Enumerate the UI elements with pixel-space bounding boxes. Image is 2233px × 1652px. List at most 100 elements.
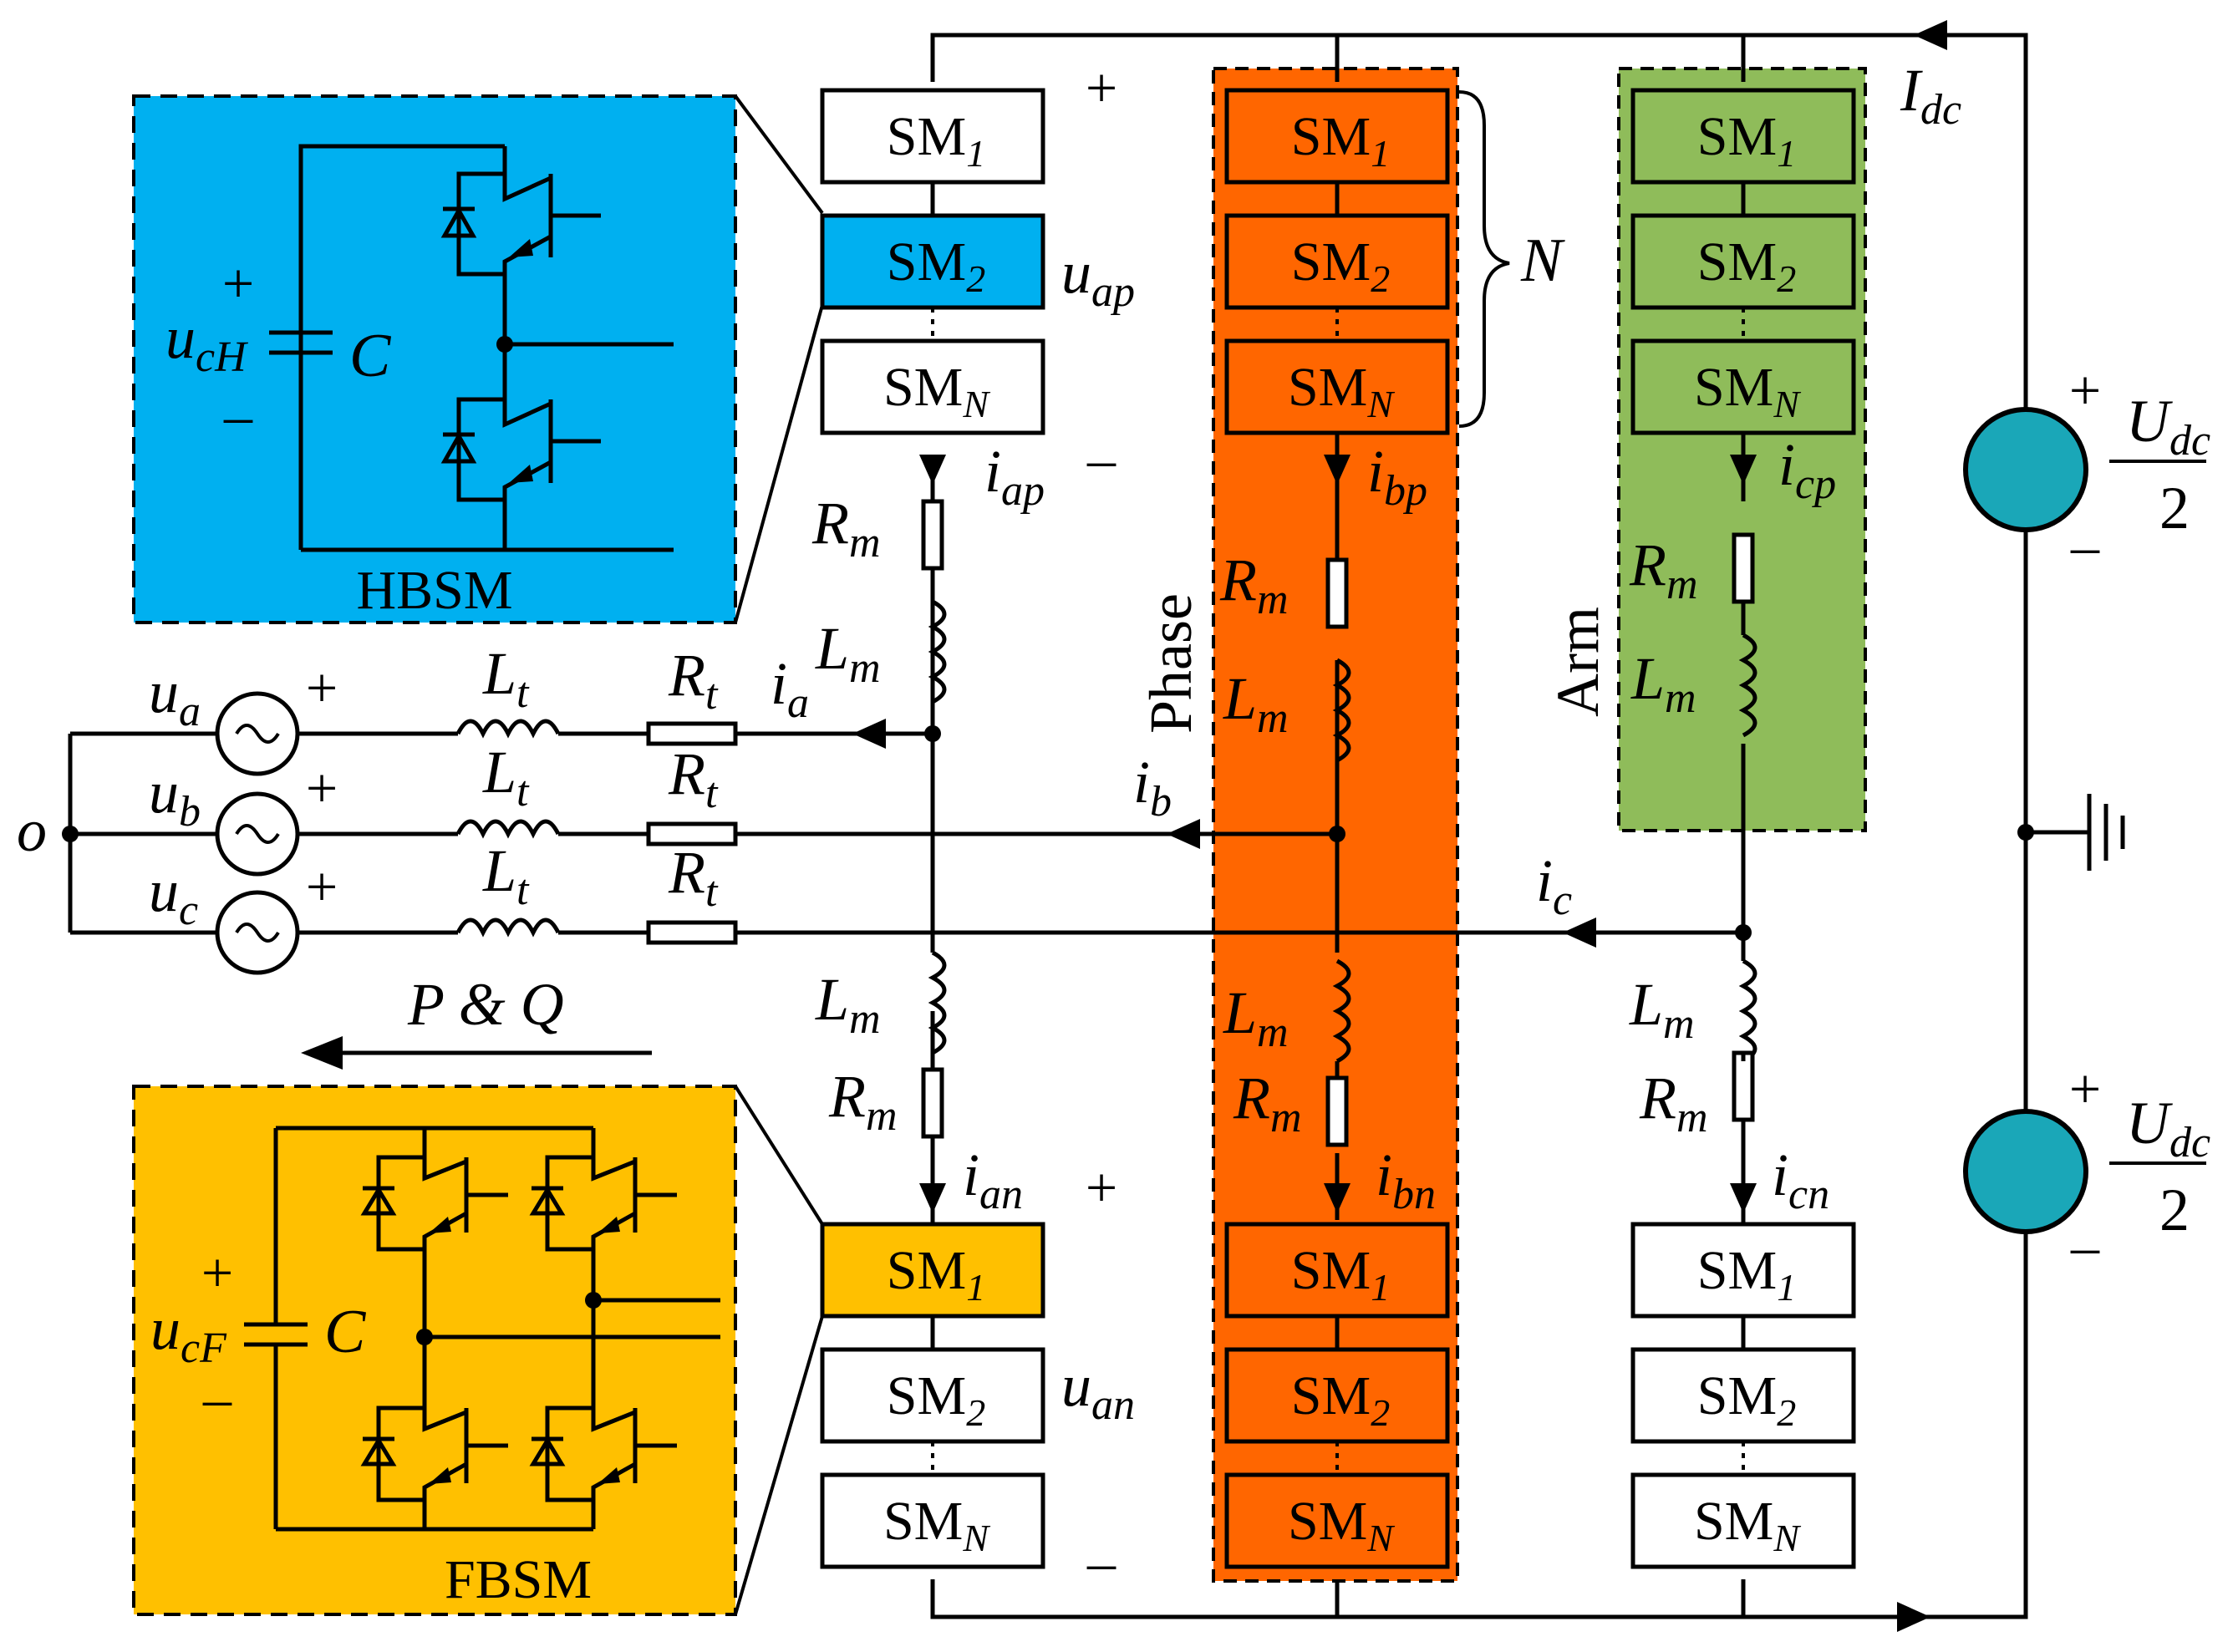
ia-label: ia [771,650,809,727]
dc-source-upper [1963,407,2088,532]
c-upper-smn-label: SMN [1694,357,1801,425]
b-upper-sm2-label: SM2 [1291,231,1390,300]
rm-a-upper [921,499,944,571]
ub-plus: + [306,756,338,820]
o-label: o [17,797,47,864]
hb-minus: – [223,384,253,447]
resistor-rt-c [646,920,738,945]
fb-plus: + [201,1241,233,1304]
lt-b-label: Lt [482,739,530,816]
lm-c-lower-label: Lm [1629,971,1695,1048]
uc-label: uc [149,857,198,934]
a-lower-smn: SMN [820,1472,1045,1569]
ac-network [62,691,1743,1070]
arm-components [734,90,1757,1615]
lm-c-lower [1738,958,1757,1064]
hb-igbt-upper [440,157,601,291]
hb-cap-label: C [349,322,392,390]
rm-b-lower-label: Rm [1233,1065,1302,1141]
hbsm-title: HBSM [356,560,512,621]
lm-b-upper [1332,658,1351,763]
submodules: SM1SM2SMNSM1SM2SMNSM1SM2SMNSM1SM2SMNSM1S… [820,88,1856,1569]
c-lower-sm2: SM2 [1630,1347,1856,1444]
rm-c-lower [1732,1050,1755,1122]
fb-callout-top [734,1085,824,1226]
c-lower-smn: SMN [1630,1472,1856,1569]
bottom-bus-arrow [1897,1602,1930,1632]
fb-capacitor [244,1128,308,1529]
fb-igbt-1 [360,1145,508,1262]
rm-b-upper [1325,557,1349,629]
a-lower-smn-label: SMN [883,1491,990,1559]
udc-bot-num: Udc [2126,1090,2210,1167]
rt-b-label: Rt [668,740,719,817]
inductor-lt-c [455,917,561,938]
ac-source-uc [215,890,300,975]
udc-top-den: 2 [2159,475,2190,541]
a-upper-sm2-label: SM2 [887,231,985,300]
lm-c-upper-label: Lm [1630,645,1696,722]
udc-top-minus: – [2070,514,2100,577]
ub-label: ub [149,759,201,836]
labels: HBSMFBSMCCucHucF+–+–+–+–+–+–+++uapuaniap… [17,56,2210,1610]
lm-b-upper-label: Lm [1223,665,1289,742]
lm-a-lower-label: Lm [815,966,881,1043]
ic-arrow [1563,917,1596,948]
ibp-label: ibp [1367,438,1427,515]
a-upper-smn: SMN [820,338,1045,435]
iap-label: iap [984,438,1045,515]
b-lower-sm1: SM1 [1224,1222,1450,1319]
pq-arrow [301,1036,343,1070]
b-lower-sm1-label: SM1 [1291,1240,1390,1309]
rm-a-upper-label: Rm [811,490,881,567]
rm-c-upper [1732,532,1755,604]
a-lower-sm2-label: SM2 [887,1365,985,1434]
hb-callout-top [734,94,824,215]
inductor-lt-b [455,819,561,839]
udc-top-plus: + [2069,358,2101,422]
udc-top-num: Udc [2126,388,2210,465]
rt-c-label: Rt [668,839,719,916]
a-upper-sm2: SM2 [820,213,1045,310]
ia-arrow [852,719,886,749]
c-lower-smn-label: SMN [1694,1491,1801,1559]
fbsm-circuit [244,1126,720,1532]
ic-label: ic [1536,847,1572,924]
uap-plus: + [1086,56,1117,119]
a-lower-sm1-label: SM1 [887,1240,985,1309]
fb-voltage-label: ucF [150,1295,227,1372]
n-label: N [1520,226,1565,295]
hbsm-panel [132,94,737,624]
hb-igbt-lower [440,383,601,516]
ibp-arrow [1324,455,1350,485]
c-lower-sm1: SM1 [1630,1222,1856,1319]
b-upper-smn: SMN [1224,338,1450,435]
lt-c-label: Lt [482,837,530,914]
hb-capacitor [269,146,333,550]
pq-label: P & Q [407,971,564,1038]
rm-b-lower [1325,1075,1349,1147]
uc-plus: + [306,855,338,918]
idc-arrow [1914,20,1947,50]
udc-bot-minus: – [2070,1214,2100,1278]
uan-label: uan [1061,1352,1135,1429]
iap-arrow [919,455,946,485]
a-upper-sm1-label: SM1 [887,106,985,175]
rm-c-upper-label: Rm [1629,531,1698,608]
uap-label: uap [1061,239,1135,316]
ua-label: ua [149,658,201,735]
ac-source-ub [215,791,300,877]
rm-b-upper-label: Rm [1219,546,1289,623]
rm-a-lower [921,1067,944,1139]
c-upper-sm2-label: SM2 [1697,231,1796,300]
icn-label: icn [1772,1141,1829,1218]
lm-c-upper [1738,633,1757,738]
udc-bot-plus: + [2069,1057,2101,1121]
icp-label: icp [1778,431,1836,508]
c-lower-sm2-label: SM2 [1697,1365,1796,1434]
b-lower-sm2: SM2 [1224,1347,1450,1444]
uan-minus: – [1086,1530,1116,1594]
uap-minus: – [1086,427,1116,491]
